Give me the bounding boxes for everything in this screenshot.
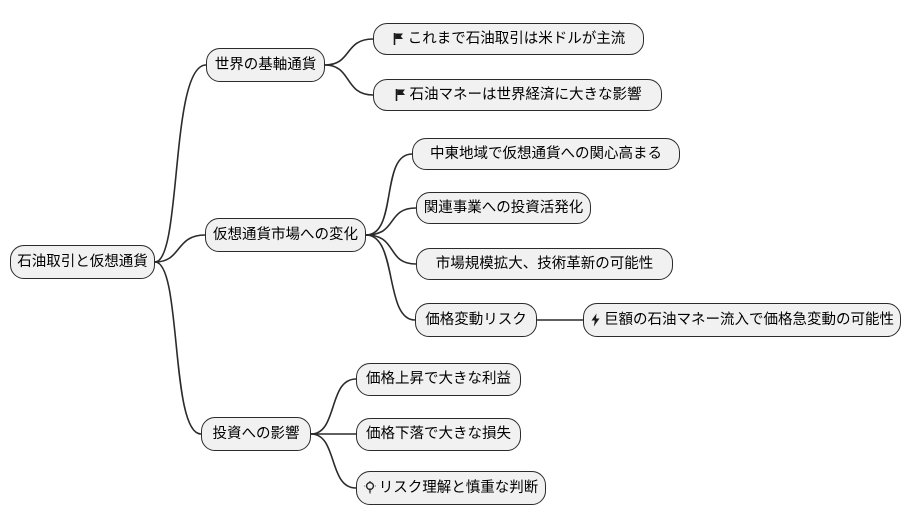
node-label: 石油取引と仮想通貨 (17, 253, 148, 270)
mindmap-node-oil-money-impact[interactable]: 石油マネーは世界経済に大きな影響 (373, 79, 662, 111)
mindmap-node-risk-understanding[interactable]: リスク理解と慎重な判断 (356, 471, 546, 505)
mindmap-node-usd-mainstream[interactable]: これまで石油取引は米ドルが主流 (373, 23, 644, 55)
node-label: 巨額の石油マネー流入で価格急変動の可能性 (604, 311, 894, 328)
node-label: 価格変動リスク (425, 311, 527, 328)
edge-branch1-leaf1 (324, 38, 374, 66)
flag-icon (392, 32, 405, 46)
edge-branch2-leaf2 (365, 207, 417, 236)
node-label: 世界の基軸通貨 (214, 56, 317, 73)
edge-root-branch3 (154, 261, 202, 435)
edge-branch1-leaf2 (324, 64, 374, 96)
flag-icon (394, 88, 407, 102)
node-label: 投資への影響 (212, 425, 300, 442)
edge-root-branch1 (154, 64, 207, 263)
edge-branch3-leaf1 (310, 378, 357, 435)
edge-branch3-leaf3 (310, 433, 357, 489)
node-label: リスク理解と慎重な判断 (378, 479, 539, 496)
node-label: 石油マネーは世界経済に大きな影響 (409, 86, 642, 103)
mindmap-node-market-expansion[interactable]: 市場規模拡大、技術革新の可能性 (416, 248, 673, 280)
mindmap-node-world-key-currency[interactable]: 世界の基軸通貨 (206, 48, 325, 82)
node-label: 市場規模拡大、技術革新の可能性 (435, 255, 654, 272)
mindmap-node-price-volatility-risk[interactable]: 価格変動リスク (415, 303, 537, 337)
mindmap-node-investment-impact[interactable]: 投資への影響 (201, 417, 311, 451)
node-label: 仮想通貨市場への変化 (213, 226, 358, 243)
edge-root-branch2 (154, 234, 206, 263)
edge-branch2-leaf1 (365, 153, 413, 236)
node-label: 価格上昇で大きな利益 (366, 371, 511, 388)
mindmap-node-oil-money-inflow[interactable]: 巨額の石油マネー流入で価格急変動の可能性 (583, 303, 901, 337)
mindmap-node-price-rise-profit[interactable]: 価格上昇で大きな利益 (356, 363, 521, 396)
edge-branch2-leaf3 (365, 234, 417, 265)
node-label: 関連事業への投資活発化 (423, 199, 584, 216)
edge-branch2-leaf4 (365, 234, 416, 321)
lightning-icon (590, 313, 601, 327)
node-label: これまで石油取引は米ドルが主流 (407, 30, 626, 47)
node-label: 価格下落で大きな損失 (366, 426, 511, 443)
mindmap-node-investment-activation[interactable]: 関連事業への投資活発化 (416, 192, 591, 224)
lightbulb-icon (364, 481, 376, 495)
mindmap-node-root[interactable]: 石油取引と仮想通貨 (10, 245, 155, 279)
mindmap-node-crypto-market-change[interactable]: 仮想通貨市場への変化 (205, 218, 366, 252)
node-label: 中東地域で仮想通貨への関心高まる (430, 145, 662, 162)
mindmap-node-middle-east-interest[interactable]: 中東地域で仮想通貨への関心高まる (412, 138, 680, 170)
mindmap-node-price-fall-loss[interactable]: 価格下落で大きな損失 (356, 418, 521, 451)
